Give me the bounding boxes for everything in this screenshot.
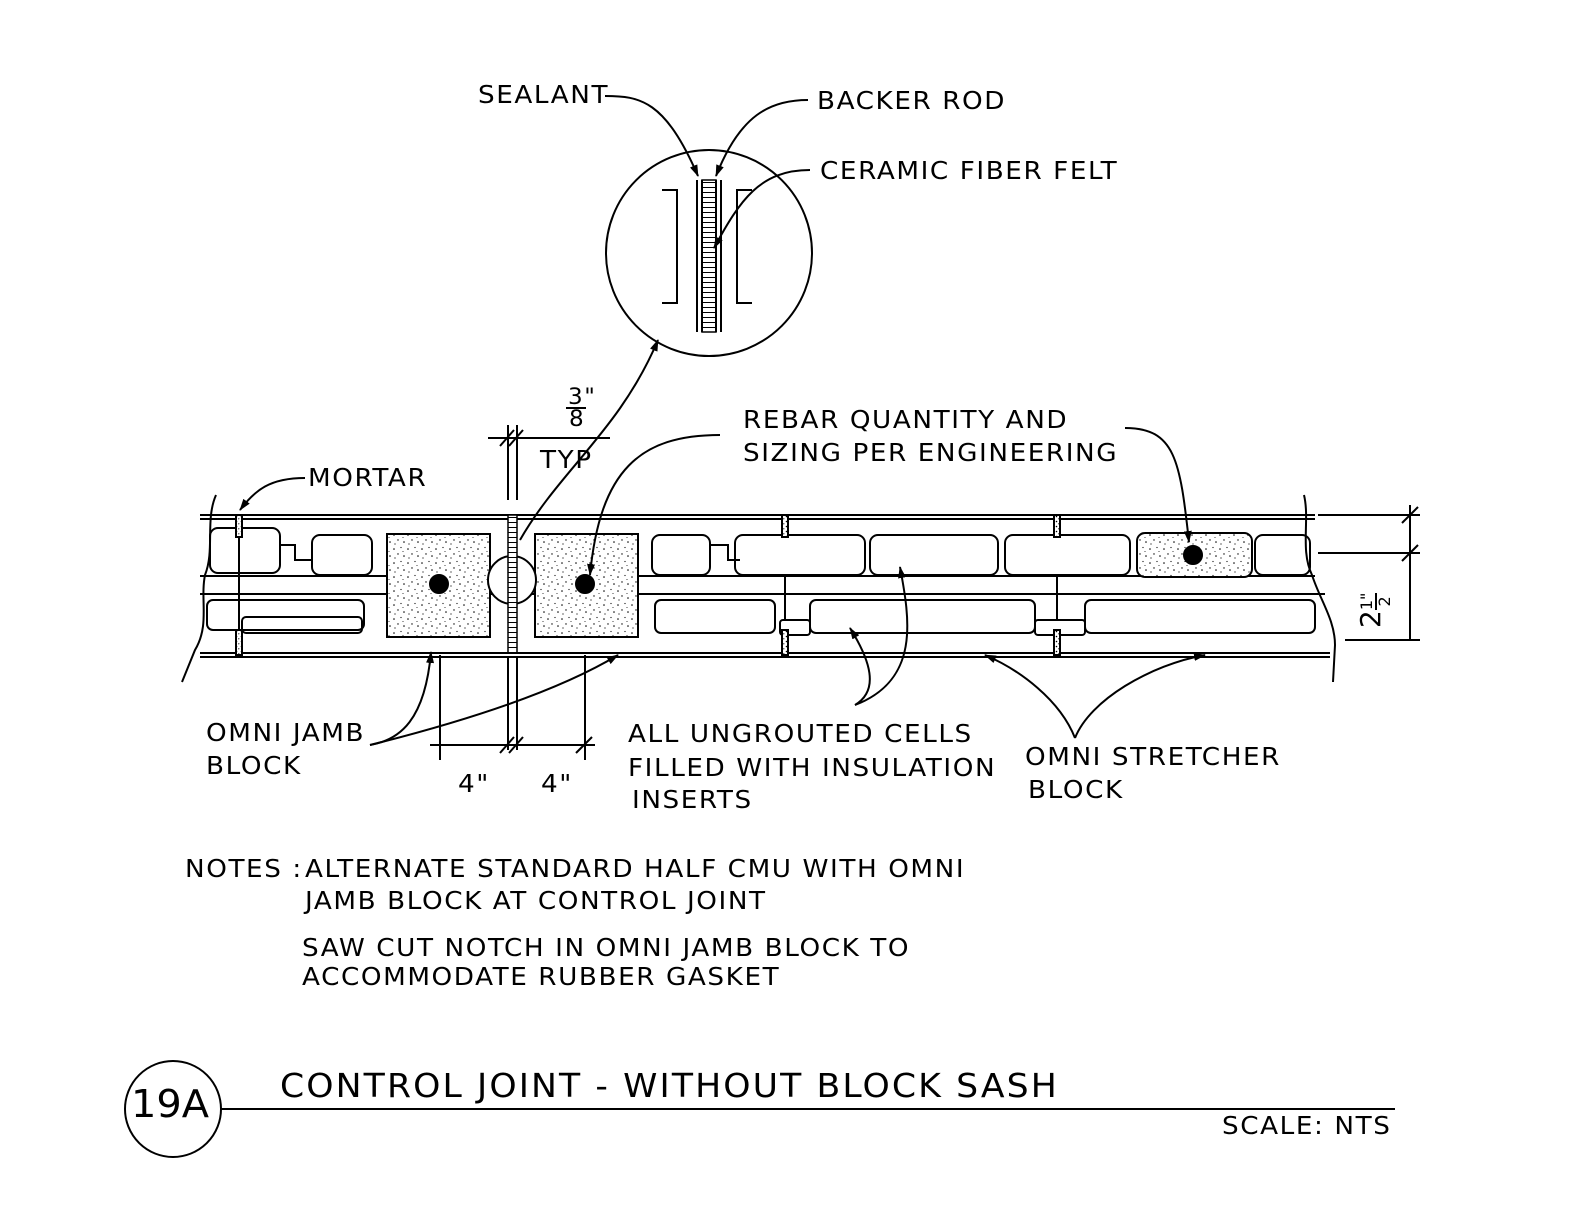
- scale-label: SCALE: NTS: [1222, 1111, 1392, 1140]
- joint-dimension-denominator: 8: [569, 407, 586, 432]
- right-block-dimension: 4": [541, 769, 573, 798]
- ungrouted-cells-label-line-1: ALL UNGROUTED CELLS: [628, 719, 973, 748]
- ceramic-fiber-felt-label: CERAMIC FIBER FELT: [820, 156, 1119, 185]
- note-1-line-2: JAMB BLOCK AT CONTROL JOINT: [305, 886, 767, 915]
- note-2-line-2: ACCOMMODATE RUBBER GASKET: [302, 962, 781, 991]
- left-block-dimension: 4": [458, 769, 490, 798]
- detail-title: CONTROL JOINT - WITHOUT BLOCK SASH: [280, 1066, 1059, 1105]
- rebar-label-line-2: SIZING PER ENGINEERING: [743, 438, 1119, 467]
- ungrouted-cells-label-line-2: FILLED WITH INSULATION: [628, 753, 997, 782]
- detail-tag: 19A: [131, 1082, 210, 1126]
- notes-label: NOTES :: [185, 854, 303, 883]
- thickness-fraction-numerator: 1": [1356, 592, 1377, 611]
- stretcher-block-label-line-1: OMNI STRETCHER: [1025, 742, 1282, 771]
- sealant-label: SEALANT: [478, 80, 610, 109]
- thickness-dimension: [1318, 505, 1420, 641]
- mortar-label: MORTAR: [308, 463, 428, 492]
- stretcher-block-label-line-2: BLOCK: [1028, 775, 1124, 804]
- thickness-fraction-denominator: 2: [1374, 596, 1394, 607]
- joint-enlargement-circle: [605, 149, 813, 357]
- joint-dimension-fraction-bar: [566, 407, 586, 409]
- note-2-line-1: SAW CUT NOTCH IN OMNI JAMB BLOCK TO: [302, 933, 911, 962]
- joint-dimension: [488, 425, 610, 500]
- thickness-whole: 2: [1354, 610, 1387, 628]
- jamb-block-label-line-1: OMNI JAMB: [206, 718, 366, 747]
- ungrouted-cells-label-line-3: INSERTS: [632, 785, 753, 814]
- block-width-dimension: [430, 655, 595, 760]
- title-block: [124, 1060, 1395, 1158]
- joint-dimension-numerator: 3": [568, 385, 597, 410]
- masonry-wall-section: [181, 494, 1337, 683]
- note-1-line-1: ALTERNATE STANDARD HALF CMU WITH OMNI: [305, 854, 966, 883]
- backer-rod-label: BACKER ROD: [817, 86, 1007, 115]
- jamb-block-label-line-2: BLOCK: [206, 751, 302, 780]
- leader-lines: [239, 95, 1206, 746]
- joint-dimension-typ: TYP: [540, 445, 593, 474]
- rebar-label-line-1: REBAR QUANTITY AND: [743, 405, 1069, 434]
